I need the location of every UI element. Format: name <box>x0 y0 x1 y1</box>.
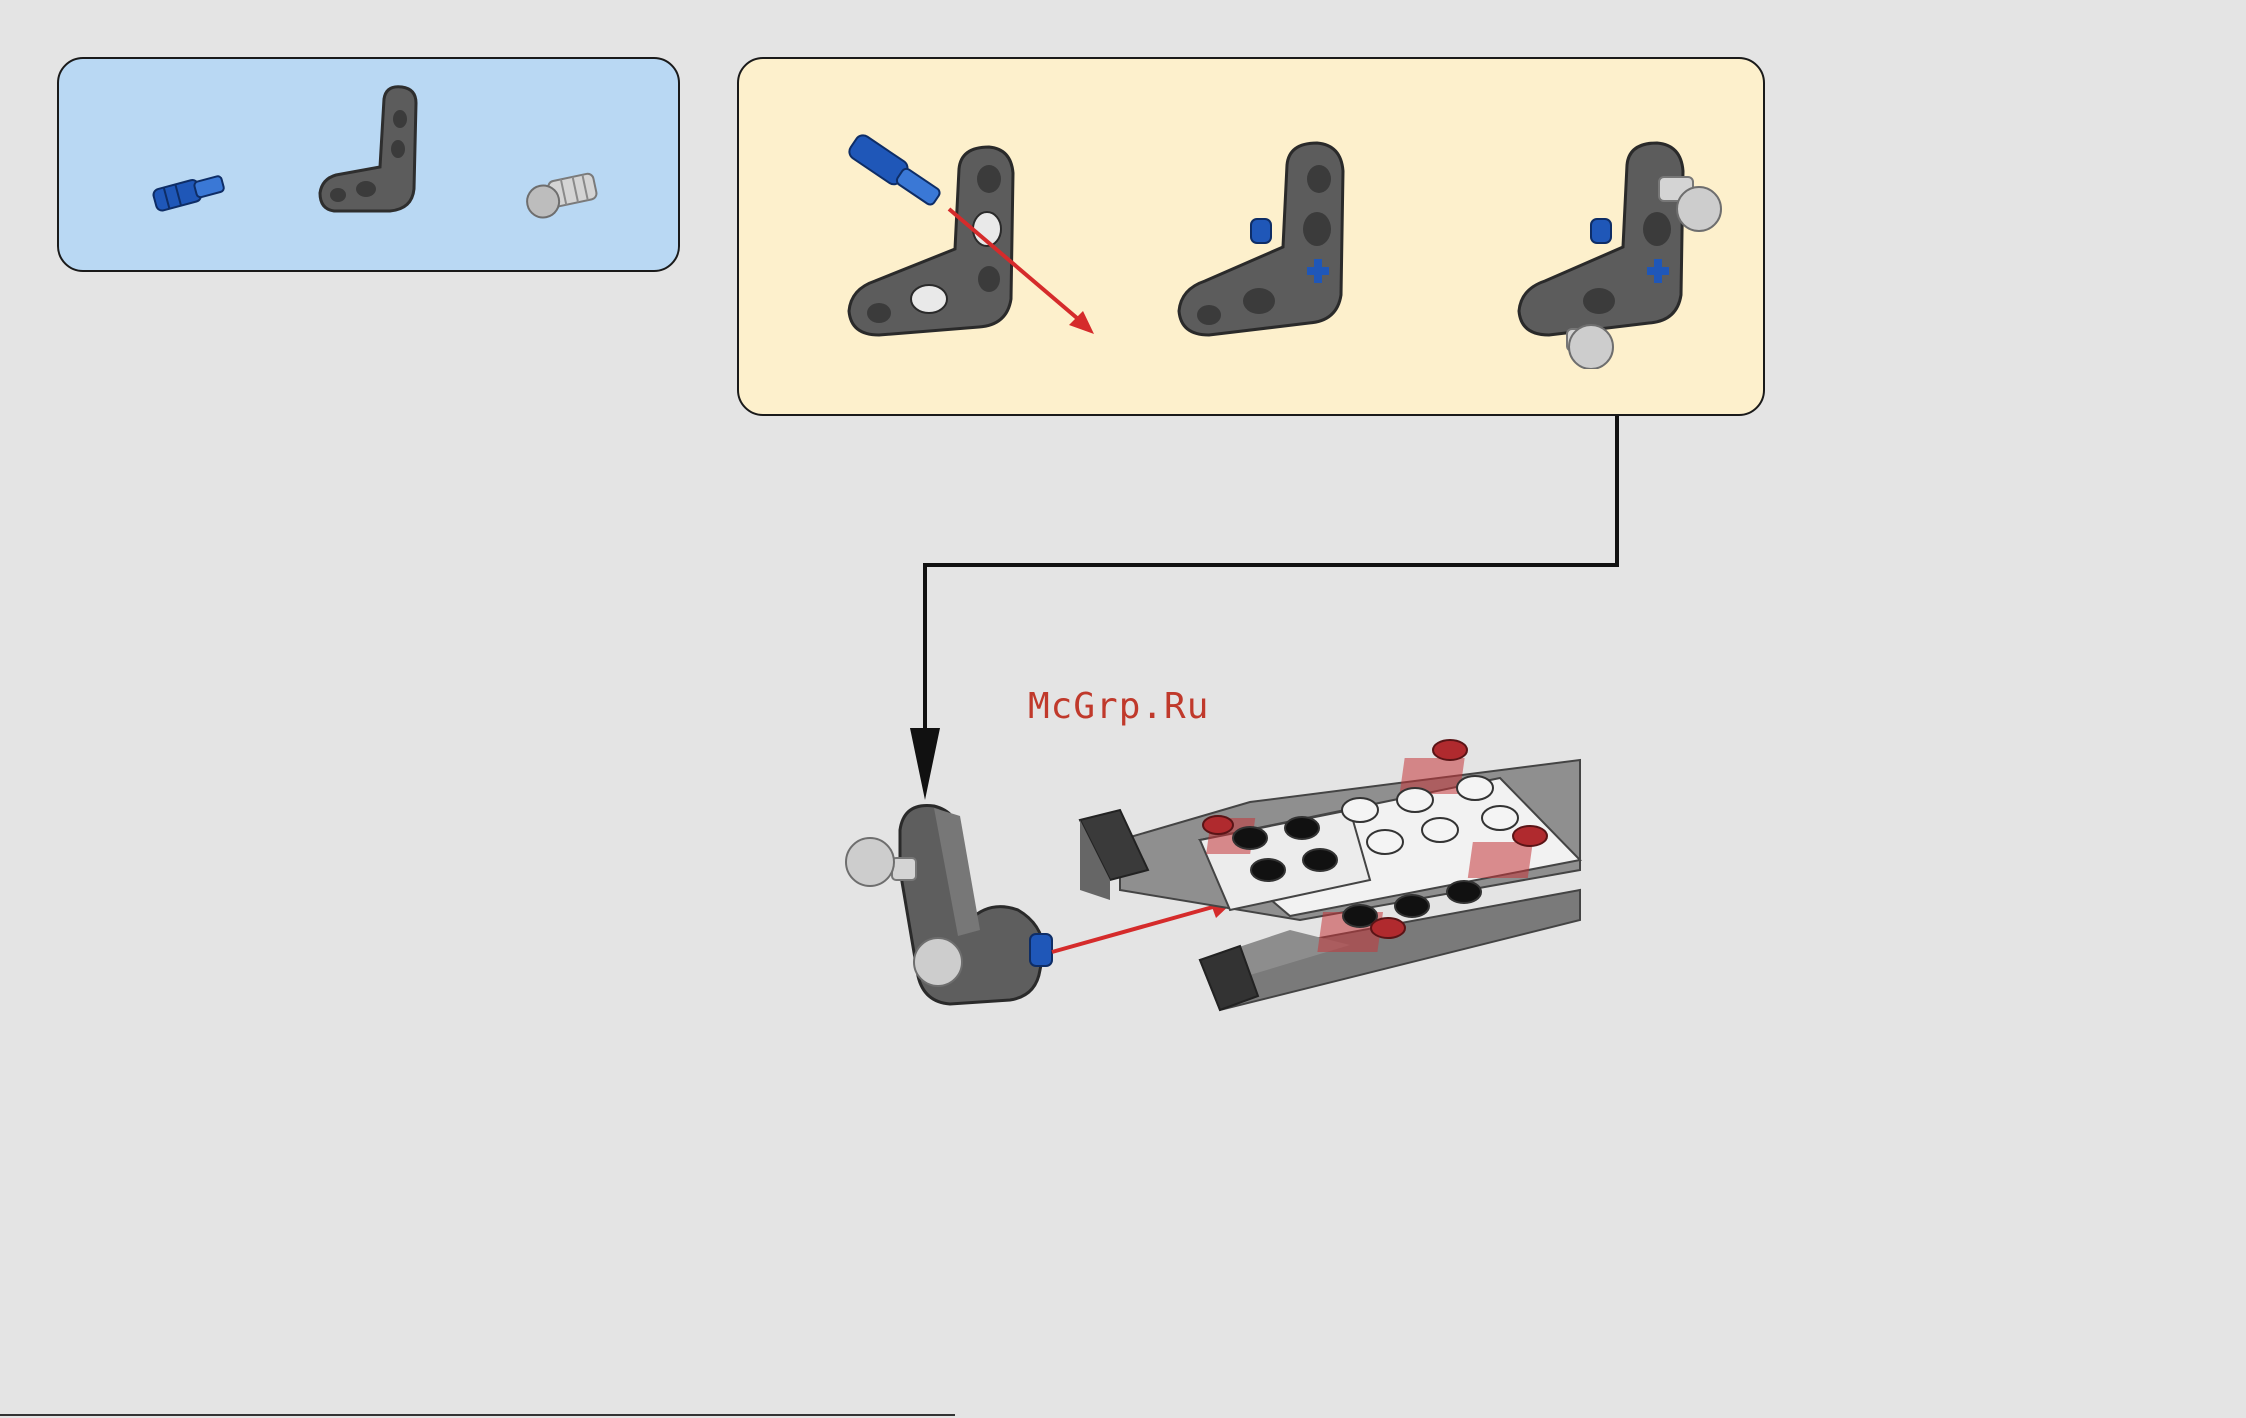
arm-subassembly-icon <box>846 806 1052 1005</box>
page-bottom-rule <box>0 1414 955 1416</box>
chassis-model-icon <box>1080 740 1580 1010</box>
main-assembly-illustration <box>830 720 1590 1030</box>
